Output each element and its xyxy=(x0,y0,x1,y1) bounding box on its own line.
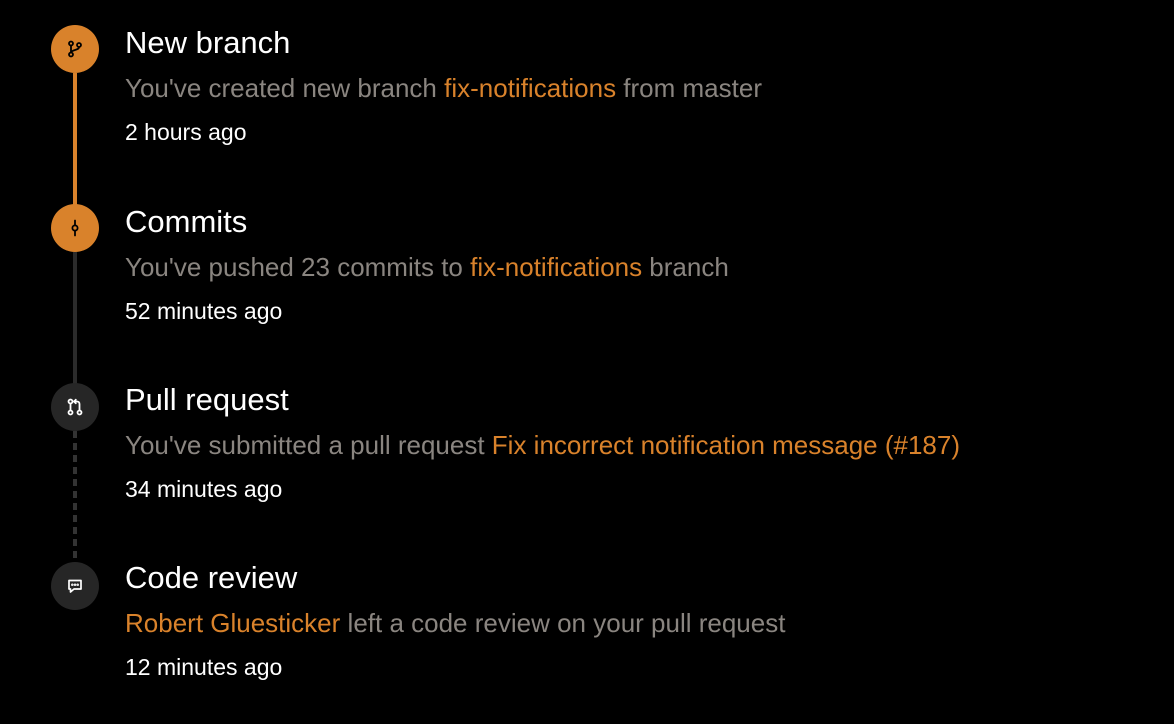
timeline-item-description: You've pushed 23 commits to fix-notifica… xyxy=(125,251,1154,283)
timeline-item-commits: Commits You've pushed 23 commits to fix-… xyxy=(125,204,1154,325)
timestamp: 2 hours ago xyxy=(125,119,247,145)
description-text: You've submitted a pull request xyxy=(125,430,492,460)
timeline-item-code-review: Code review Robert Gluesticker left a co… xyxy=(125,560,1154,681)
branch-link[interactable]: fix-notifications xyxy=(444,73,617,103)
user-link[interactable]: Robert Gluesticker xyxy=(125,608,341,638)
timeline-item-title: Commits xyxy=(125,204,248,239)
description-text: branch xyxy=(642,252,729,282)
timeline-item-description: Robert Gluesticker left a code review on… xyxy=(125,607,1154,639)
comment-icon xyxy=(51,562,99,610)
timestamp: 12 minutes ago xyxy=(125,654,283,680)
description-text: left a code review on your pull request xyxy=(340,608,786,638)
timeline-item-title: New branch xyxy=(125,25,291,60)
description-text: from master xyxy=(616,73,762,103)
description-text: You've created new branch xyxy=(125,73,445,103)
timeline-connector xyxy=(73,252,77,384)
branch-link[interactable]: fix-notifications xyxy=(470,252,643,282)
git-pull-request-icon xyxy=(51,383,99,431)
timeline-item-new-branch: New branch You've created new branch fix… xyxy=(125,25,1154,146)
timeline-item-title: Code review xyxy=(125,560,298,595)
timeline-connector-completed xyxy=(73,73,77,205)
timeline-connector-pending xyxy=(73,431,77,563)
timeline-item-pull-request: Pull request You've submitted a pull req… xyxy=(125,382,1154,503)
timestamp: 52 minutes ago xyxy=(125,298,283,324)
timeline-item-description: You've submitted a pull request Fix inco… xyxy=(125,429,1154,461)
git-commit-icon xyxy=(51,204,99,252)
timeline-item-title: Pull request xyxy=(125,382,289,417)
description-text: You've pushed 23 commits to xyxy=(125,252,471,282)
timestamp: 34 minutes ago xyxy=(125,476,283,502)
git-branch-icon xyxy=(51,25,99,73)
pull-request-link[interactable]: Fix incorrect notification message (#187… xyxy=(491,430,960,460)
timeline-item-description: You've created new branch fix-notificati… xyxy=(125,72,1154,104)
